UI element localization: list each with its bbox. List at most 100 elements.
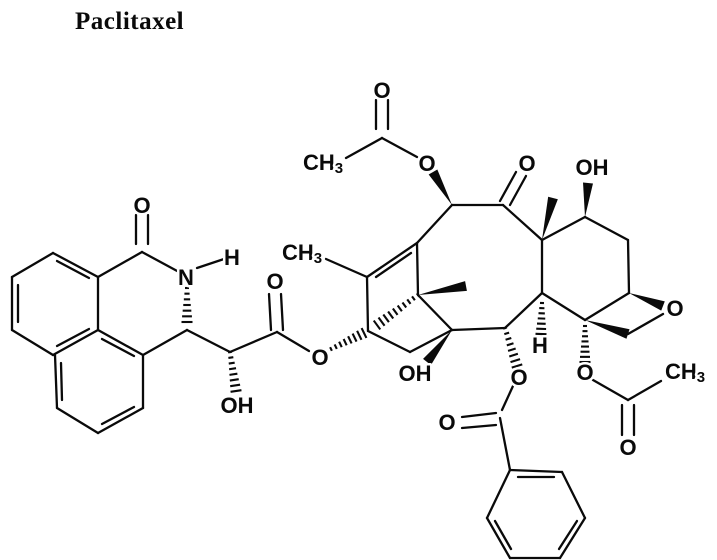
bond	[626, 312, 665, 336]
bond	[380, 136, 419, 159]
hash-bond	[228, 356, 234, 359]
wedge-bond	[428, 169, 452, 205]
bond	[557, 519, 579, 551]
hash-bond	[392, 307, 399, 316]
hash-bond	[333, 344, 338, 350]
hash-bond	[227, 350, 233, 354]
bond	[460, 423, 498, 430]
hash-bond	[230, 383, 241, 388]
bond	[141, 328, 189, 357]
bond	[55, 259, 91, 280]
bond	[51, 251, 100, 279]
hash-bond	[360, 327, 368, 339]
bond	[415, 203, 454, 245]
bond	[96, 406, 145, 435]
hash-bond	[229, 378, 239, 382]
bond	[460, 411, 498, 419]
hash-bond	[356, 330, 363, 341]
bond	[275, 330, 311, 353]
bond	[408, 328, 454, 354]
hash-bond	[228, 361, 235, 365]
atom-label-c10-acetyl-methyl: CH3	[303, 150, 343, 177]
bond	[59, 361, 64, 402]
atom-label-c10-ester-o: O	[418, 151, 435, 176]
wedge-bond	[629, 293, 665, 311]
wedge-bond	[418, 281, 467, 295]
hash-bond	[506, 342, 514, 347]
bond	[540, 215, 587, 242]
wedge-bond	[542, 196, 558, 240]
hash-bond	[229, 372, 238, 376]
atom-label-c2prime-oh: OH	[221, 393, 254, 418]
hash-bond	[377, 316, 386, 327]
bond	[53, 353, 59, 410]
bond	[501, 203, 544, 242]
hash-bond	[230, 389, 242, 393]
bond	[503, 291, 544, 330]
wedge-bond	[423, 330, 452, 366]
hash-bond	[347, 335, 353, 344]
hash-bond	[511, 363, 523, 369]
hash-bond	[507, 347, 516, 352]
atom-label-amide-carbonyl-o: O	[133, 193, 150, 218]
bond	[591, 378, 630, 402]
atom-label-amide-n: N	[178, 265, 194, 290]
bond	[540, 291, 587, 322]
bond	[626, 379, 663, 402]
bond	[583, 215, 630, 242]
atom-label-benzoate-carbonyl-o: O	[438, 410, 455, 435]
bond	[560, 470, 587, 520]
hash-bond	[502, 326, 508, 330]
hash-bond	[401, 301, 408, 309]
atom-label-c4-acetate-ester-o: O	[576, 360, 593, 385]
bond	[508, 468, 564, 474]
atom-label-sidechain-ester-o: O	[311, 345, 328, 370]
atom-label-sidechain-carbonyl-o: O	[266, 269, 283, 294]
atom-label-c10-acetyl-carbonyl-o: O	[373, 78, 390, 103]
bond	[267, 292, 273, 332]
atom-label-c9-ketone-o: O	[518, 151, 535, 176]
hash-bond	[382, 313, 390, 323]
wedge-bond	[583, 182, 593, 217]
bond	[508, 174, 528, 207]
bond	[96, 328, 145, 357]
hash-bond	[387, 310, 395, 320]
atom-label-c4-acetate-carbonyl-o: O	[619, 435, 636, 460]
hash-bond	[411, 295, 416, 301]
bond	[324, 257, 369, 279]
bond	[485, 516, 512, 560]
molecule-title: Paclitaxel	[75, 8, 185, 35]
bond	[365, 275, 370, 333]
atom-label-amide-h: H	[224, 245, 240, 270]
atom-label-c4-acetate-methyl: CH3	[665, 359, 705, 386]
atom-label-c7-oh: OH	[576, 155, 609, 180]
hash-bond	[338, 341, 343, 348]
hash-bond	[396, 304, 403, 312]
bond	[195, 257, 226, 270]
bond	[100, 405, 136, 426]
bond	[450, 326, 507, 332]
bond	[51, 328, 100, 357]
wedge-bond	[585, 320, 630, 339]
hash-bond	[510, 358, 521, 364]
bond	[10, 328, 55, 357]
bond	[140, 250, 181, 274]
hash-bond	[372, 319, 382, 331]
bond	[626, 238, 631, 295]
bond	[344, 136, 384, 160]
bond	[365, 241, 419, 279]
hash-bond	[406, 298, 412, 305]
bond	[500, 384, 515, 412]
atom-label-c3-h: H	[532, 333, 548, 358]
bond	[55, 406, 100, 435]
atom-label-c1-oh: OH	[399, 361, 432, 386]
bond	[10, 251, 55, 279]
bond	[498, 170, 518, 203]
bond	[558, 516, 587, 560]
bond	[415, 241, 420, 297]
hash-bond	[351, 333, 358, 343]
bond	[96, 250, 144, 279]
bond	[493, 519, 513, 551]
hash-bond	[505, 336, 512, 341]
